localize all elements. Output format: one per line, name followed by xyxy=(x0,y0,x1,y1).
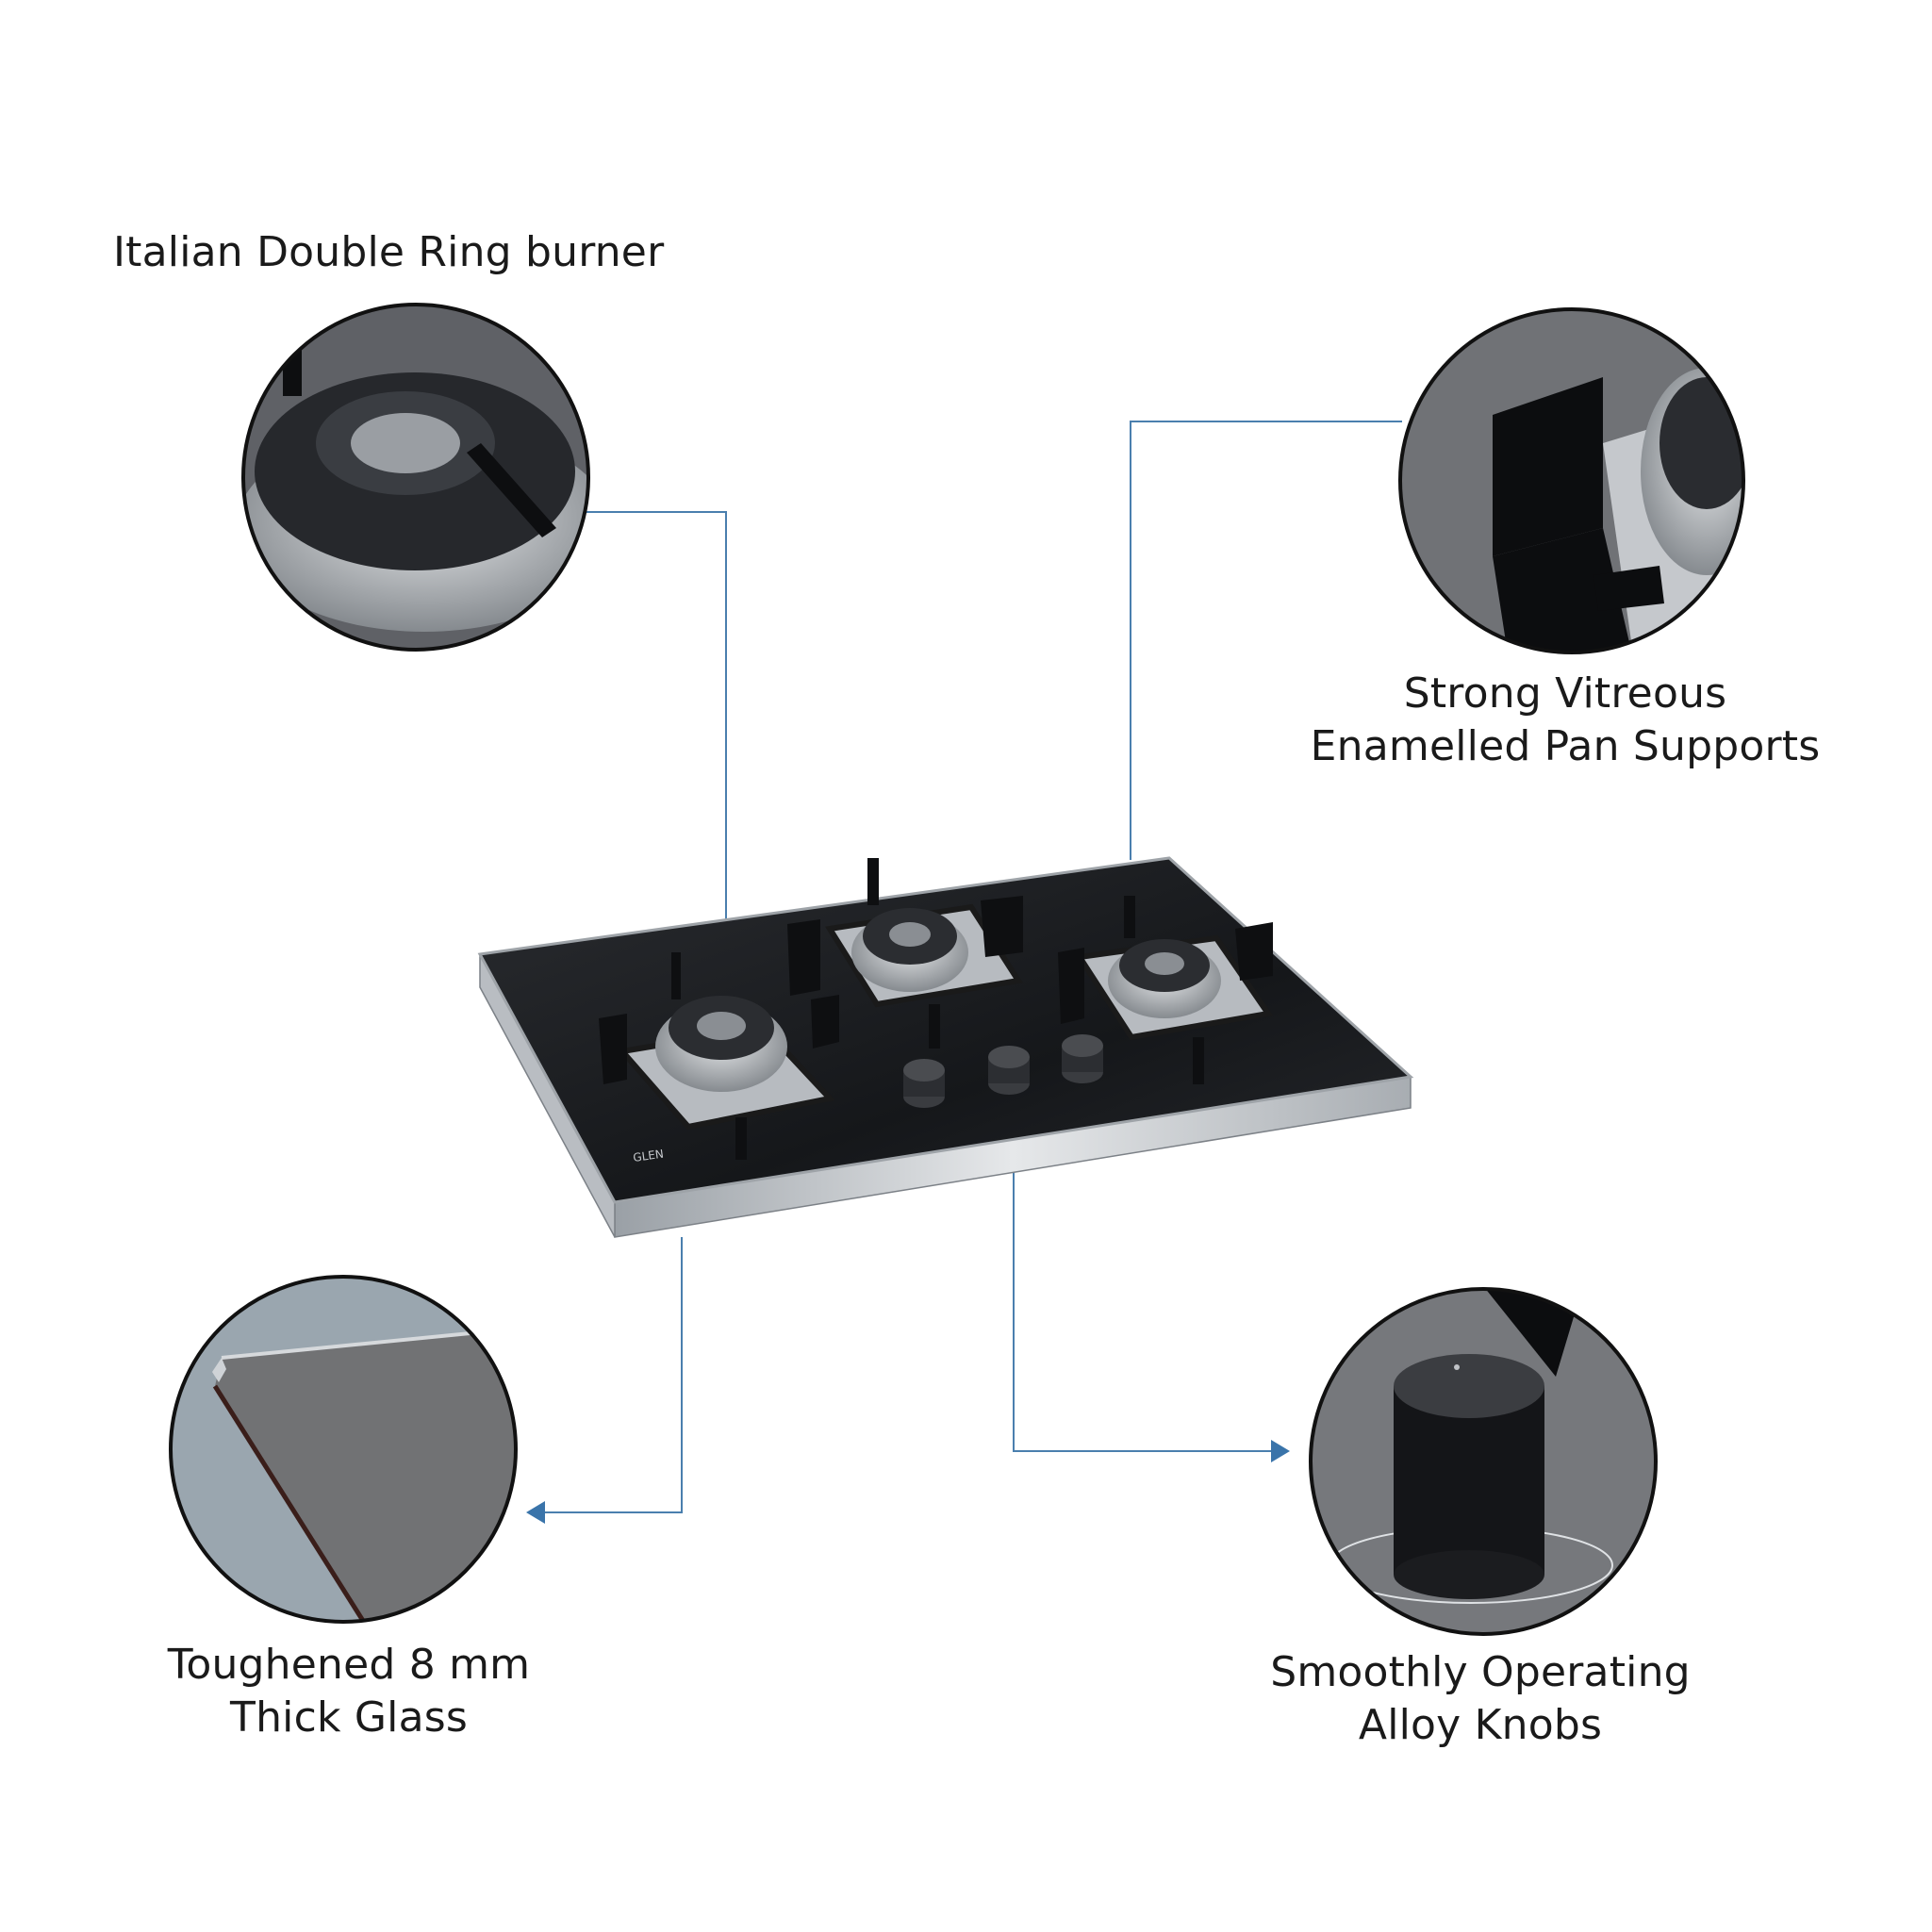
callout-line-burner xyxy=(586,511,727,1014)
detail-circle-burner xyxy=(241,303,590,652)
callout-line-pan xyxy=(1130,421,1402,860)
gas-hob: GLEN xyxy=(477,856,1414,1238)
pan-support-arm xyxy=(811,995,839,1049)
burner-right xyxy=(1058,896,1274,1084)
pan-support-arm xyxy=(599,1014,627,1084)
control-knobs xyxy=(903,1034,1103,1108)
caption-knobs-line: Alloy Knobs xyxy=(1358,1701,1603,1749)
burner-cap-hole xyxy=(889,922,931,947)
detail-circle-knobs-border xyxy=(1309,1287,1658,1636)
caption-glass-line: Toughened 8 mm xyxy=(167,1641,531,1689)
pan-support-arm xyxy=(1235,922,1273,981)
knob[interactable] xyxy=(1062,1034,1103,1083)
callout-line-knobs xyxy=(1013,1070,1271,1452)
detail-circle-knobs xyxy=(1309,1287,1658,1636)
arrowhead-glass xyxy=(526,1501,545,1524)
caption-pan-supports: Strong Vitreous Enamelled Pan Supports xyxy=(1263,668,1867,773)
burner-left xyxy=(599,952,839,1160)
pan-support-arm xyxy=(1124,896,1135,938)
knob[interactable] xyxy=(903,1059,945,1108)
caption-glass: Toughened 8 mm Thick Glass xyxy=(85,1639,613,1744)
burner-center xyxy=(787,858,1023,1049)
callout-line-glass xyxy=(543,1237,683,1513)
burner-cap-hole xyxy=(1145,952,1184,975)
caption-knobs-line: Smoothly Operating xyxy=(1270,1648,1691,1696)
detail-circle-pan-border xyxy=(1398,307,1745,654)
caption-pan-line: Enamelled Pan Supports xyxy=(1310,722,1821,770)
caption-glass-line: Thick Glass xyxy=(230,1693,468,1742)
pan-support-arm xyxy=(867,858,879,905)
pan-support-arm xyxy=(981,896,1023,957)
brand-logo-text: GLEN xyxy=(632,1148,664,1164)
pan-support-arm xyxy=(1058,948,1084,1024)
caption-burner-line: Italian Double Ring burner xyxy=(113,228,665,276)
pan-support-arm xyxy=(671,952,681,999)
caption-pan-line: Strong Vitreous xyxy=(1403,669,1727,718)
detail-circle-glass-border xyxy=(169,1275,518,1624)
knob[interactable] xyxy=(988,1046,1030,1095)
arrowhead-knobs xyxy=(1271,1440,1290,1462)
callout-lines xyxy=(543,421,1402,1513)
pan-support-arm xyxy=(929,1004,940,1049)
pan-support-arm xyxy=(1193,1037,1204,1084)
pan-support-arm xyxy=(735,1117,747,1160)
caption-knobs: Smoothly Operating Alloy Knobs xyxy=(1188,1646,1773,1752)
pan-support-arm xyxy=(787,919,820,996)
detail-circle-glass xyxy=(169,1275,518,1624)
detail-circle-burner-border xyxy=(241,303,590,652)
detail-circle-pan-supports xyxy=(1398,307,1745,654)
caption-burner: Italian Double Ring burner xyxy=(113,226,717,279)
burner-cap-hole xyxy=(697,1012,746,1040)
